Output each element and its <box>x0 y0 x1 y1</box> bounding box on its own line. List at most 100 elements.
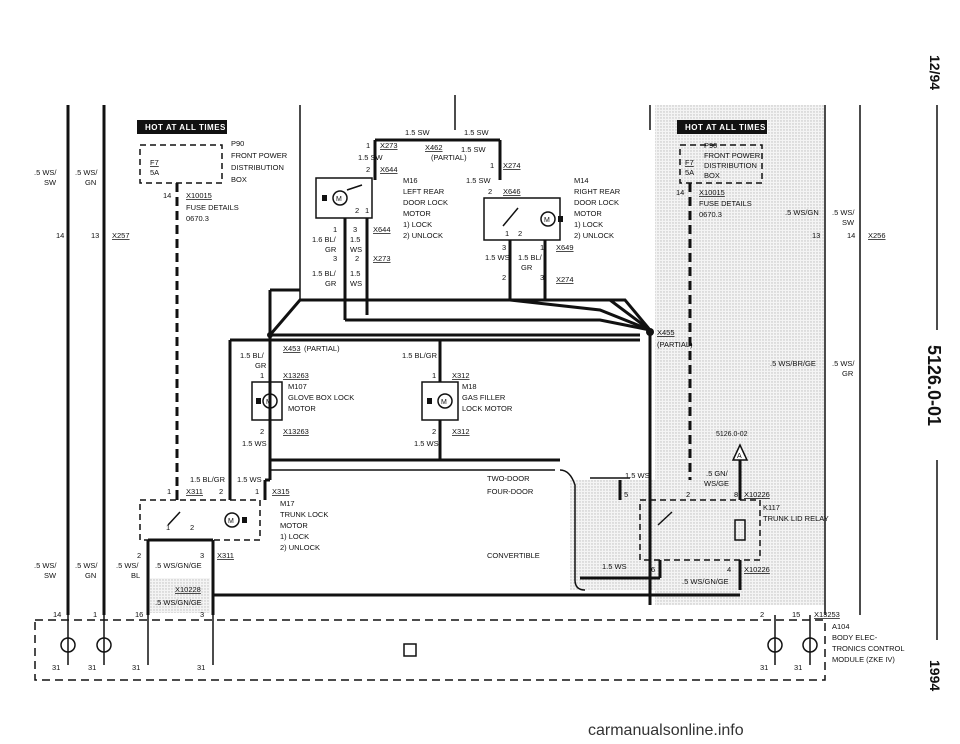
m107-name: M107 <box>288 382 307 391</box>
m17-c4: X10228 <box>175 585 201 594</box>
bl-g2: 31 <box>88 663 96 672</box>
rs-p5: 5 <box>624 490 628 499</box>
left-fuse-box <box>139 144 223 184</box>
m14-c1: X649 <box>556 243 574 252</box>
m16-c1: X644 <box>373 225 391 234</box>
m14-p3b: 3 <box>540 273 544 282</box>
lf-fd: FUSE DETAILS <box>186 203 239 212</box>
rs-wsgnge: .5 WS/GN/GE <box>682 577 729 586</box>
m17-w2: 1.5 WS <box>237 475 262 484</box>
m16-p1b: 1 <box>365 206 369 215</box>
m14-motor: M <box>483 197 563 241</box>
rw-w2a: .5 WS/ <box>832 208 855 217</box>
m18-l2: LOCK MOTOR <box>462 404 513 413</box>
m17-o2: 2) UNLOCK <box>280 543 320 552</box>
m17-p16: 16 <box>135 610 143 619</box>
lf-l1: FRONT POWER <box>231 151 288 160</box>
m18-name: M18 <box>462 382 477 391</box>
lf-conn: X10015 <box>186 191 212 200</box>
top-x646: X646 <box>503 187 521 196</box>
m14-o1: 1) LOCK <box>574 220 603 229</box>
rs-ref: 5126.0-02 <box>716 431 748 438</box>
bl-p14: 14 <box>53 610 61 619</box>
rw-p13: 13 <box>812 231 820 240</box>
rs-w2a: .5 WS/ <box>832 359 855 368</box>
m17-p1: 1 <box>167 487 171 496</box>
rw-w2b: SW <box>842 218 855 227</box>
m17-w1: 1.5 BL/GR <box>190 475 226 484</box>
x455-splice <box>646 328 654 336</box>
m107-motor: M <box>251 381 283 421</box>
rs-p4: 4 <box>727 565 731 574</box>
rs-gn1: .5 GN/ <box>706 469 729 478</box>
top-p2: 2 <box>366 165 370 174</box>
a104-l3: MODULE (ZKE IV) <box>832 655 895 664</box>
a104-l1: BODY ELEC- <box>832 633 878 642</box>
m16-w3a: 1.5 BL/ <box>312 269 337 278</box>
m16-w1a: 1.6 BL/ <box>312 235 337 244</box>
m16-w4a: 1.5 <box>350 269 360 278</box>
m18-w2: 1.5 WS <box>414 439 439 448</box>
m17-c3: X311 <box>217 551 234 560</box>
m18-w1: 1.5 BL/GR <box>402 351 438 360</box>
x455-name: X455 <box>657 328 675 337</box>
m107-p2: 2 <box>260 427 264 436</box>
m107-w1a: 1.5 BL/ <box>240 351 265 360</box>
m17-wsgnge: .5 WS/GN/GE <box>155 561 202 570</box>
lf-fdp: 0670.3 <box>186 214 209 223</box>
rs-p2: 2 <box>686 490 690 499</box>
rf-conn: X10015 <box>699 188 725 197</box>
rf-amp: 5A <box>685 168 694 177</box>
m18-p1: 1 <box>432 371 436 380</box>
m16-l1: LEFT REAR <box>403 187 445 196</box>
m17-w4: .5 WS/GN/GE <box>155 598 202 607</box>
m17-c2: X315 <box>272 487 290 496</box>
top-x274: X274 <box>503 161 521 170</box>
a104-g2: 31 <box>794 663 802 672</box>
module-symbol <box>403 643 417 657</box>
rf-f7: F7 <box>685 158 694 167</box>
lw-w2a: .5 WS/ <box>75 168 98 177</box>
m17-p3b: 3 <box>200 610 204 619</box>
m107-c2: X13263 <box>283 427 309 436</box>
m16-w4b: WS <box>350 279 362 288</box>
top-x273: X273 <box>380 141 398 150</box>
top-partial: (PARTIAL) <box>431 153 467 162</box>
x453-splice <box>267 332 273 338</box>
m17-motor: M <box>139 499 261 541</box>
m16-c2: X273 <box>373 254 391 263</box>
m14-p2b: 2 <box>502 273 506 282</box>
bl-g3: 31 <box>132 663 140 672</box>
rs-p2b: 2 <box>760 610 764 619</box>
rs-w1: .5 WS/BR/GE <box>770 359 816 368</box>
m16-o2: 2) UNLOCK <box>403 231 443 240</box>
m14-l3: MOTOR <box>574 209 602 218</box>
m16-p1: 1 <box>333 225 337 234</box>
a104-transistors <box>60 615 818 665</box>
m17-l1: TRUNK LOCK <box>280 510 328 519</box>
lf-amp: 5A <box>150 168 159 177</box>
svg-text:M: M <box>336 196 342 203</box>
bl-w1a: .5 WS/ <box>34 561 57 570</box>
lw-p13: 13 <box>91 231 99 240</box>
m17-name: M17 <box>280 499 295 508</box>
m107-wires <box>268 420 560 462</box>
a104-module <box>34 619 826 681</box>
side-year: 1994 <box>927 660 943 691</box>
bl-w2b: GN <box>85 571 96 580</box>
side-date: 12/94 <box>927 55 943 90</box>
lw-p14: 14 <box>56 231 64 240</box>
m17-p2c: 2 <box>137 551 141 560</box>
m17-in2: 2 <box>190 523 194 532</box>
side-page: 5126.0-01 <box>924 345 944 426</box>
variant-conv: CONVERTIBLE <box>487 551 540 560</box>
m16-p3b: 3 <box>333 254 337 263</box>
m14-p2: 2 <box>518 229 522 238</box>
bl-g1: 31 <box>52 663 60 672</box>
m107-p1: 1 <box>260 371 264 380</box>
top-bus <box>373 138 502 180</box>
top-sw1: 1.5 SW <box>405 128 431 137</box>
lf-p90: P90 <box>231 139 244 148</box>
shaded-region-convertible <box>570 480 720 590</box>
